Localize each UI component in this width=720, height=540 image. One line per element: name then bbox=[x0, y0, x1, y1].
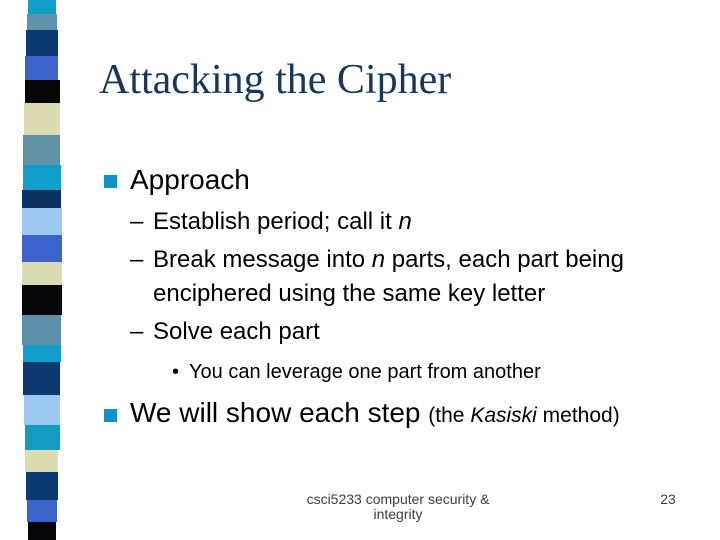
strip-segment bbox=[25, 56, 58, 80]
bullet-label: Approach bbox=[130, 164, 250, 195]
decorative-color-strip bbox=[22, 0, 72, 540]
square-bullet-icon bbox=[104, 409, 117, 422]
strip-segment bbox=[25, 425, 60, 450]
strip-segment bbox=[23, 165, 61, 190]
strip-segment bbox=[22, 262, 62, 285]
dash-bullet-icon: – bbox=[130, 208, 144, 235]
strip-segment bbox=[27, 500, 57, 522]
strip-segment bbox=[23, 345, 61, 362]
dash-bullet-icon: – bbox=[130, 246, 144, 273]
strip-segment bbox=[28, 0, 56, 14]
slide-title: Attacking the Cipher bbox=[99, 57, 452, 103]
strip-segment bbox=[27, 14, 57, 30]
dash-item: –Solve each part bbox=[130, 315, 705, 349]
strip-segment bbox=[22, 285, 62, 315]
footer-line2: integrity bbox=[373, 506, 423, 522]
strip-segment bbox=[22, 190, 61, 208]
bullet-item-we-will-show: We will show each step (the Kasiski meth… bbox=[104, 396, 620, 433]
bullet-item-approach: Approach bbox=[104, 163, 250, 197]
page-number: 23 bbox=[660, 491, 676, 507]
strip-segment bbox=[22, 315, 61, 345]
strip-segment bbox=[24, 395, 60, 425]
sub-bullet-item: • You can leverage one part from another bbox=[172, 358, 652, 386]
dash-list: –Establish period; call it n –Break messa… bbox=[130, 205, 705, 353]
round-bullet-icon: • bbox=[172, 361, 180, 383]
strip-segment bbox=[22, 235, 62, 262]
strip-segment bbox=[23, 362, 60, 395]
footer-line1: csci5233 computer security & bbox=[306, 491, 490, 507]
strip-segment bbox=[28, 522, 56, 540]
dash-item: –Establish period; call it n bbox=[130, 205, 705, 239]
dash-item: –Break message into n parts, each part b… bbox=[130, 243, 705, 311]
sub-bullet-text: You can leverage one part from another bbox=[189, 361, 541, 383]
strip-segment bbox=[25, 450, 58, 472]
square-bullet-icon bbox=[104, 175, 117, 188]
strip-segment bbox=[26, 30, 58, 56]
bullet2-main: We will show each step bbox=[130, 397, 429, 428]
footer-text: csci5233 computer security & integrity bbox=[238, 492, 558, 522]
strip-segment bbox=[22, 208, 62, 235]
strip-segment bbox=[24, 103, 60, 135]
strip-segment bbox=[23, 135, 60, 165]
strip-segment bbox=[25, 80, 60, 103]
strip-segment bbox=[26, 472, 58, 500]
bullet-label: We will show each step (the Kasiski meth… bbox=[104, 396, 620, 433]
dash-bullet-icon: – bbox=[130, 318, 144, 345]
bullet2-paren: (the Kasiski method) bbox=[428, 404, 620, 427]
